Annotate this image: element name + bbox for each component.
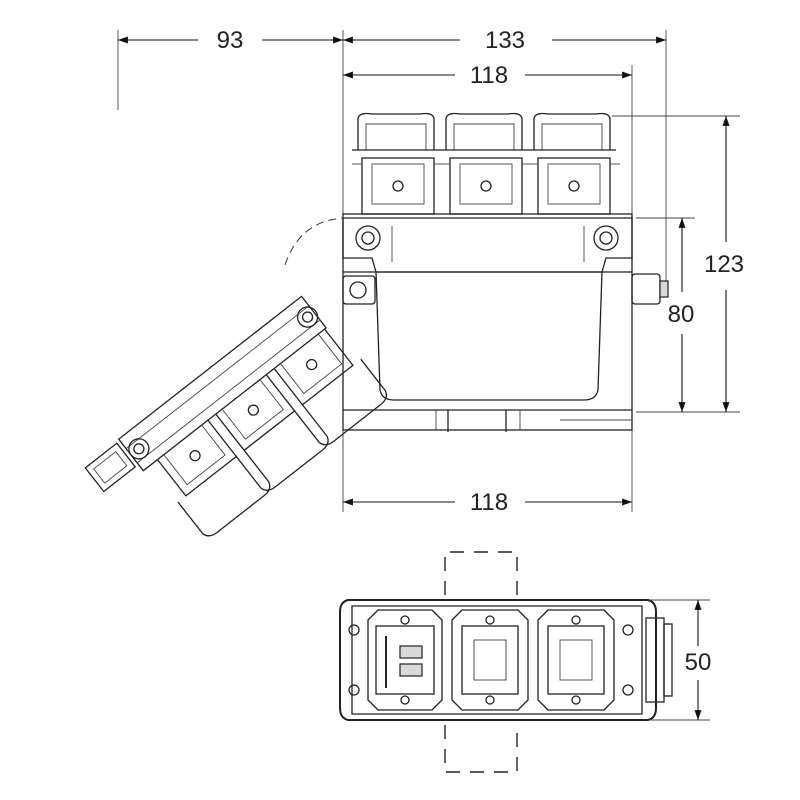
hinge-pin xyxy=(342,275,376,305)
socket-2 xyxy=(451,609,529,711)
plug-outline-bottom xyxy=(444,725,518,773)
open-lid xyxy=(84,295,388,537)
side-gland xyxy=(631,273,669,305)
swing-arc xyxy=(284,217,346,266)
dim-133: 133 xyxy=(485,27,525,54)
plug-outline-top xyxy=(444,551,518,595)
top-connector-3 xyxy=(528,112,620,215)
dimension-lines xyxy=(118,36,730,506)
top-view-body xyxy=(339,599,657,721)
corner-screw xyxy=(622,684,634,696)
corner-screw xyxy=(622,624,634,636)
socket-1 xyxy=(367,609,443,711)
dim-50: 50 xyxy=(685,649,712,676)
dim-93: 93 xyxy=(217,27,244,54)
dim-118-bottom: 118 xyxy=(470,489,508,516)
lid xyxy=(342,217,633,401)
top-connectors xyxy=(352,112,620,215)
socket-3 xyxy=(537,609,615,711)
depth-dimension xyxy=(650,599,710,721)
top-connector-2 xyxy=(440,112,532,215)
top-view: 50 xyxy=(339,551,712,773)
corner-screw xyxy=(348,684,360,696)
screw-right xyxy=(593,225,619,251)
dim-80: 80 xyxy=(668,301,695,328)
screw-left xyxy=(355,225,381,251)
corner-screw xyxy=(348,624,360,636)
extension-lines xyxy=(117,30,740,512)
dim-118-top: 118 xyxy=(470,62,508,89)
top-connector-1 xyxy=(352,112,444,215)
dim-123: 123 xyxy=(704,251,744,278)
front-view: 93 133 118 118 123 80 xyxy=(84,27,744,537)
